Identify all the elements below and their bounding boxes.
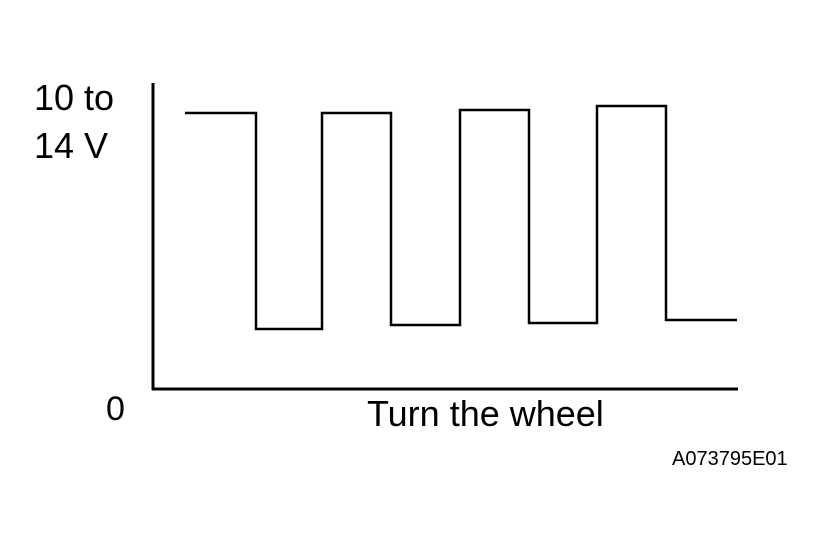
y-axis-high-label-line1: 10 to [34, 77, 115, 118]
figure-code: A073795E01 [672, 448, 788, 470]
y-axis-high-voltage-label: 10 to 14 V [34, 74, 144, 170]
square-wave-signal [185, 104, 737, 331]
y-axis-zero-label: 0 [106, 390, 125, 428]
x-axis-label: Turn the wheel [367, 393, 604, 434]
y-axis-high-label-line2: 14 V [34, 125, 109, 166]
